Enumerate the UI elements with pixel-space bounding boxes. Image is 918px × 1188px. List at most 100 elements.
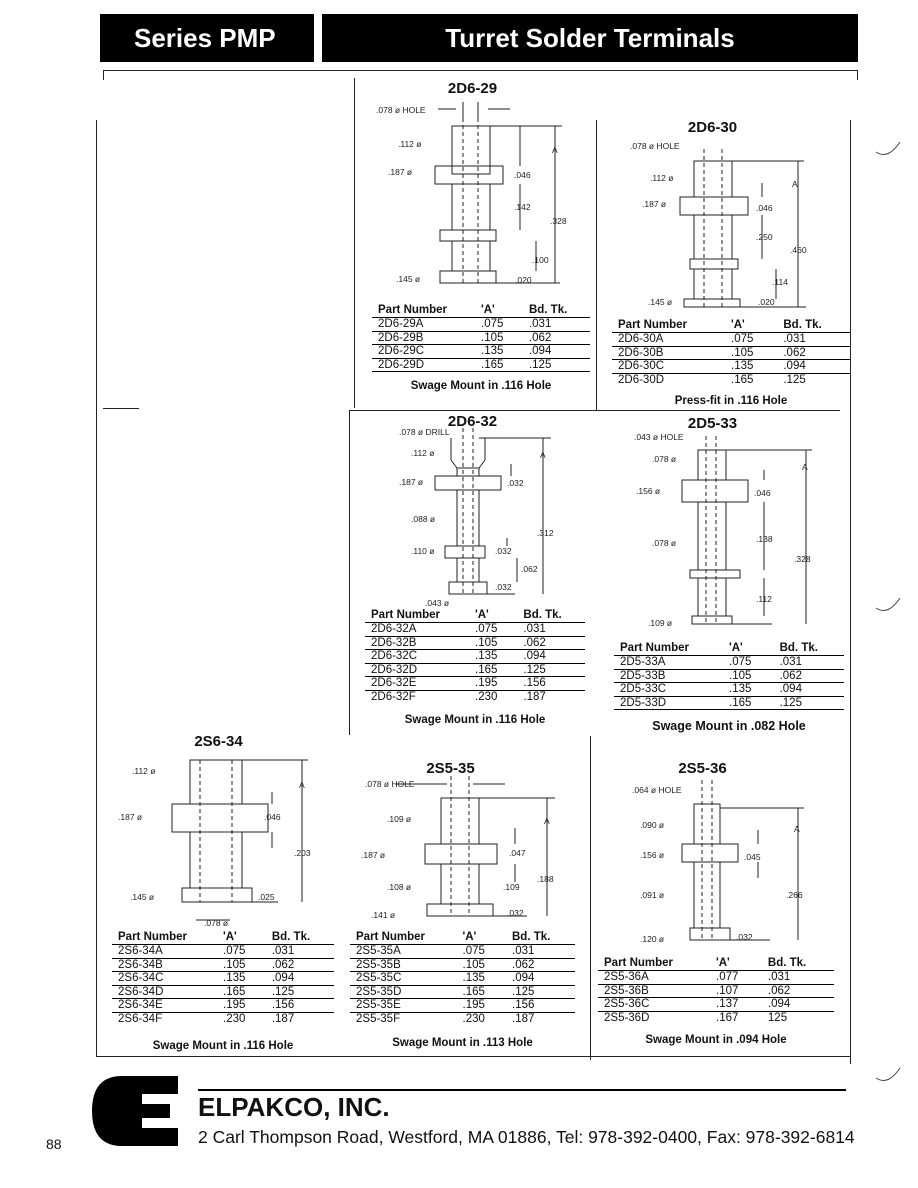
part-title-2d6-32: 2D6-32 bbox=[447, 413, 498, 430]
dim-d3: .145 ø bbox=[130, 892, 154, 902]
dim-v2: .250 bbox=[756, 232, 773, 242]
divider-v-mid bbox=[596, 120, 597, 410]
part-title-2d5-33: 2D5-33 bbox=[687, 415, 738, 432]
dim-a: A bbox=[299, 780, 305, 790]
binder-hole-mark-top bbox=[875, 141, 901, 155]
dim-d1: .112 ø bbox=[411, 448, 434, 458]
company-address: 2 Carl Thompson Road, Westford, MA 01886… bbox=[198, 1127, 855, 1147]
frame-right-line bbox=[850, 120, 851, 1064]
caption-2s5-35: Swage Mount in .113 Hole bbox=[392, 1037, 533, 1049]
dim-d3: .088 ø bbox=[411, 514, 435, 524]
dim-v3: .328 bbox=[794, 554, 811, 564]
frame-bottom-line bbox=[96, 1056, 851, 1057]
divider-v-top bbox=[354, 78, 355, 408]
table-row: 2D6-32C.135.094 bbox=[365, 650, 585, 664]
dim-v1: .046 bbox=[756, 203, 773, 213]
divider-v-lower bbox=[590, 736, 591, 1060]
dim-d1: .109 ø bbox=[387, 814, 411, 824]
page-title: Turret Solder Terminals bbox=[322, 14, 858, 62]
drawing-2d6-30: .078 ø HOLE .112 ø .187 ø .145 ø A .046 … bbox=[630, 141, 807, 308]
dim-v1: .046 bbox=[264, 812, 281, 822]
dim-d5: .043 ø bbox=[425, 598, 449, 608]
table-row: 2D5-33B.105.062 bbox=[614, 670, 844, 683]
dim-v1: .045 bbox=[744, 852, 761, 862]
dim-d4: .120 ø bbox=[640, 934, 664, 944]
table-row: 2D6-32D.165.125 bbox=[365, 664, 585, 677]
dim-d2: .156 ø bbox=[640, 850, 664, 860]
company-name: ELPAKCO, INC. bbox=[198, 1092, 390, 1122]
dim-v3: .460 bbox=[790, 245, 807, 255]
frame-top-line bbox=[103, 70, 858, 71]
table-row: 2S6-34E.195.156 bbox=[112, 999, 334, 1013]
table-row: 2S5-35B.105.062 bbox=[350, 959, 575, 972]
left-tick-line bbox=[103, 408, 139, 409]
part-title-2s5-36: 2S5-36 bbox=[678, 760, 727, 777]
dim-a: A bbox=[544, 816, 550, 826]
part-title-2d6-29: 2D6-29 bbox=[447, 80, 498, 97]
table-row: 2S5-35E.195.156 bbox=[350, 999, 575, 1013]
dim-v4: .062 bbox=[521, 564, 538, 574]
dim-v5: .020 bbox=[758, 297, 775, 307]
table-header: Part Number'A'Bd. Tk. bbox=[612, 318, 850, 333]
table-row: 2D6-30B.105.062 bbox=[612, 347, 850, 360]
table-row: 2S5-35A.075.031 bbox=[350, 945, 575, 959]
dim-v3: .032 bbox=[495, 546, 512, 556]
table-row: 2D6-32E.195.156 bbox=[365, 677, 585, 691]
dim-v4: .032 bbox=[507, 908, 524, 918]
series-label: Series PMP bbox=[100, 14, 314, 62]
dim-d4: .078 ø bbox=[204, 918, 228, 928]
table-row: 2D6-29B.105.062 bbox=[372, 332, 590, 345]
dim-v3: .032 bbox=[736, 932, 753, 942]
frame-left-line bbox=[96, 120, 97, 1056]
dim-d3: .145 ø bbox=[396, 274, 420, 284]
caption-2s5-36: Swage Mount in .094 Hole bbox=[645, 1034, 787, 1046]
binder-hole-mark-bottom bbox=[875, 1067, 901, 1081]
dim-a: A bbox=[794, 824, 800, 834]
divider-v-left bbox=[349, 410, 350, 735]
dim-v5: .032 bbox=[495, 582, 512, 592]
dim-v1: .046 bbox=[514, 170, 531, 180]
table-row: 2D6-32B.105.062 bbox=[365, 637, 585, 650]
table-row: 2D6-32F.230.187 bbox=[371, 690, 546, 703]
table-row: 2S5-35D.165.125 bbox=[350, 986, 575, 999]
table-row: 2S6-34D.165.125 bbox=[112, 986, 334, 999]
table-row: 2D6-30A.075.031 bbox=[612, 333, 850, 347]
caption-2d6-30: Press-fit in .116 Hole bbox=[674, 395, 788, 407]
page-number: 88 bbox=[46, 1136, 62, 1152]
dim-v5: .020 bbox=[515, 275, 532, 285]
dim-v3: .328 bbox=[550, 216, 567, 226]
table-row: 2D5-33A.075.031 bbox=[614, 656, 844, 670]
caption-2d5-33: Swage Mount in .082 Hole bbox=[652, 719, 806, 733]
table-row: 2S5-36A.077.031 bbox=[598, 971, 834, 985]
dim-hole: .064 ø HOLE bbox=[632, 785, 682, 795]
table-row: 2D6-30D.165.125 bbox=[618, 373, 806, 386]
drawing-2s5-36: .064 ø HOLE .090 ø .156 ø .091 ø .120 ø … bbox=[632, 780, 804, 944]
dim-v2: .109 bbox=[503, 882, 520, 892]
dim-d4: .109 ø bbox=[648, 618, 672, 628]
dim-v1: .032 bbox=[507, 478, 524, 488]
table-row: 2D6-29A.075.031 bbox=[372, 318, 590, 332]
caption-2d6-29: Swage Mount in .116 Hole bbox=[410, 380, 552, 392]
dim-v2: .138 bbox=[756, 534, 773, 544]
dim-hole: .043 ø HOLE bbox=[634, 432, 684, 442]
table-row: 2S6-34C.135.094 bbox=[112, 972, 334, 986]
drawing-2d5-33: .043 ø HOLE .078 ø .156 ø .078 ø .109 ø … bbox=[634, 432, 812, 628]
divider-h-mid bbox=[350, 410, 840, 411]
table-2s5-35: Part Number'A'Bd. Tk. 2S5-35A.075.031 2S… bbox=[350, 930, 575, 1025]
dim-hole: .078 ø HOLE bbox=[376, 105, 426, 115]
dim-hole: .078 ø HOLE bbox=[630, 141, 680, 151]
part-title-2s5-35: 2S5-35 bbox=[426, 760, 475, 777]
dim-v4: .112 bbox=[756, 594, 772, 604]
table-row: 2D6-32A.075.031 bbox=[365, 623, 585, 637]
dim-v2: .266 bbox=[786, 890, 803, 900]
dim-v3: .025 bbox=[258, 892, 275, 902]
table-2s5-36: Part Number'A'Bd. Tk. 2S5-36A.077.031 2S… bbox=[598, 956, 834, 1024]
part-title-2d6-30: 2D6-30 bbox=[687, 119, 738, 136]
dim-d1: .112 ø bbox=[132, 766, 155, 776]
dim-v2: .142 bbox=[514, 202, 531, 212]
footer-rule bbox=[198, 1089, 846, 1091]
table-header: Part Number'A'Bd. Tk. bbox=[112, 930, 334, 945]
dim-d2: .187 ø bbox=[399, 477, 423, 487]
drawing-2s6-34: .112 ø .187 ø .145 ø .078 ø A .046 .203 … bbox=[118, 759, 311, 928]
